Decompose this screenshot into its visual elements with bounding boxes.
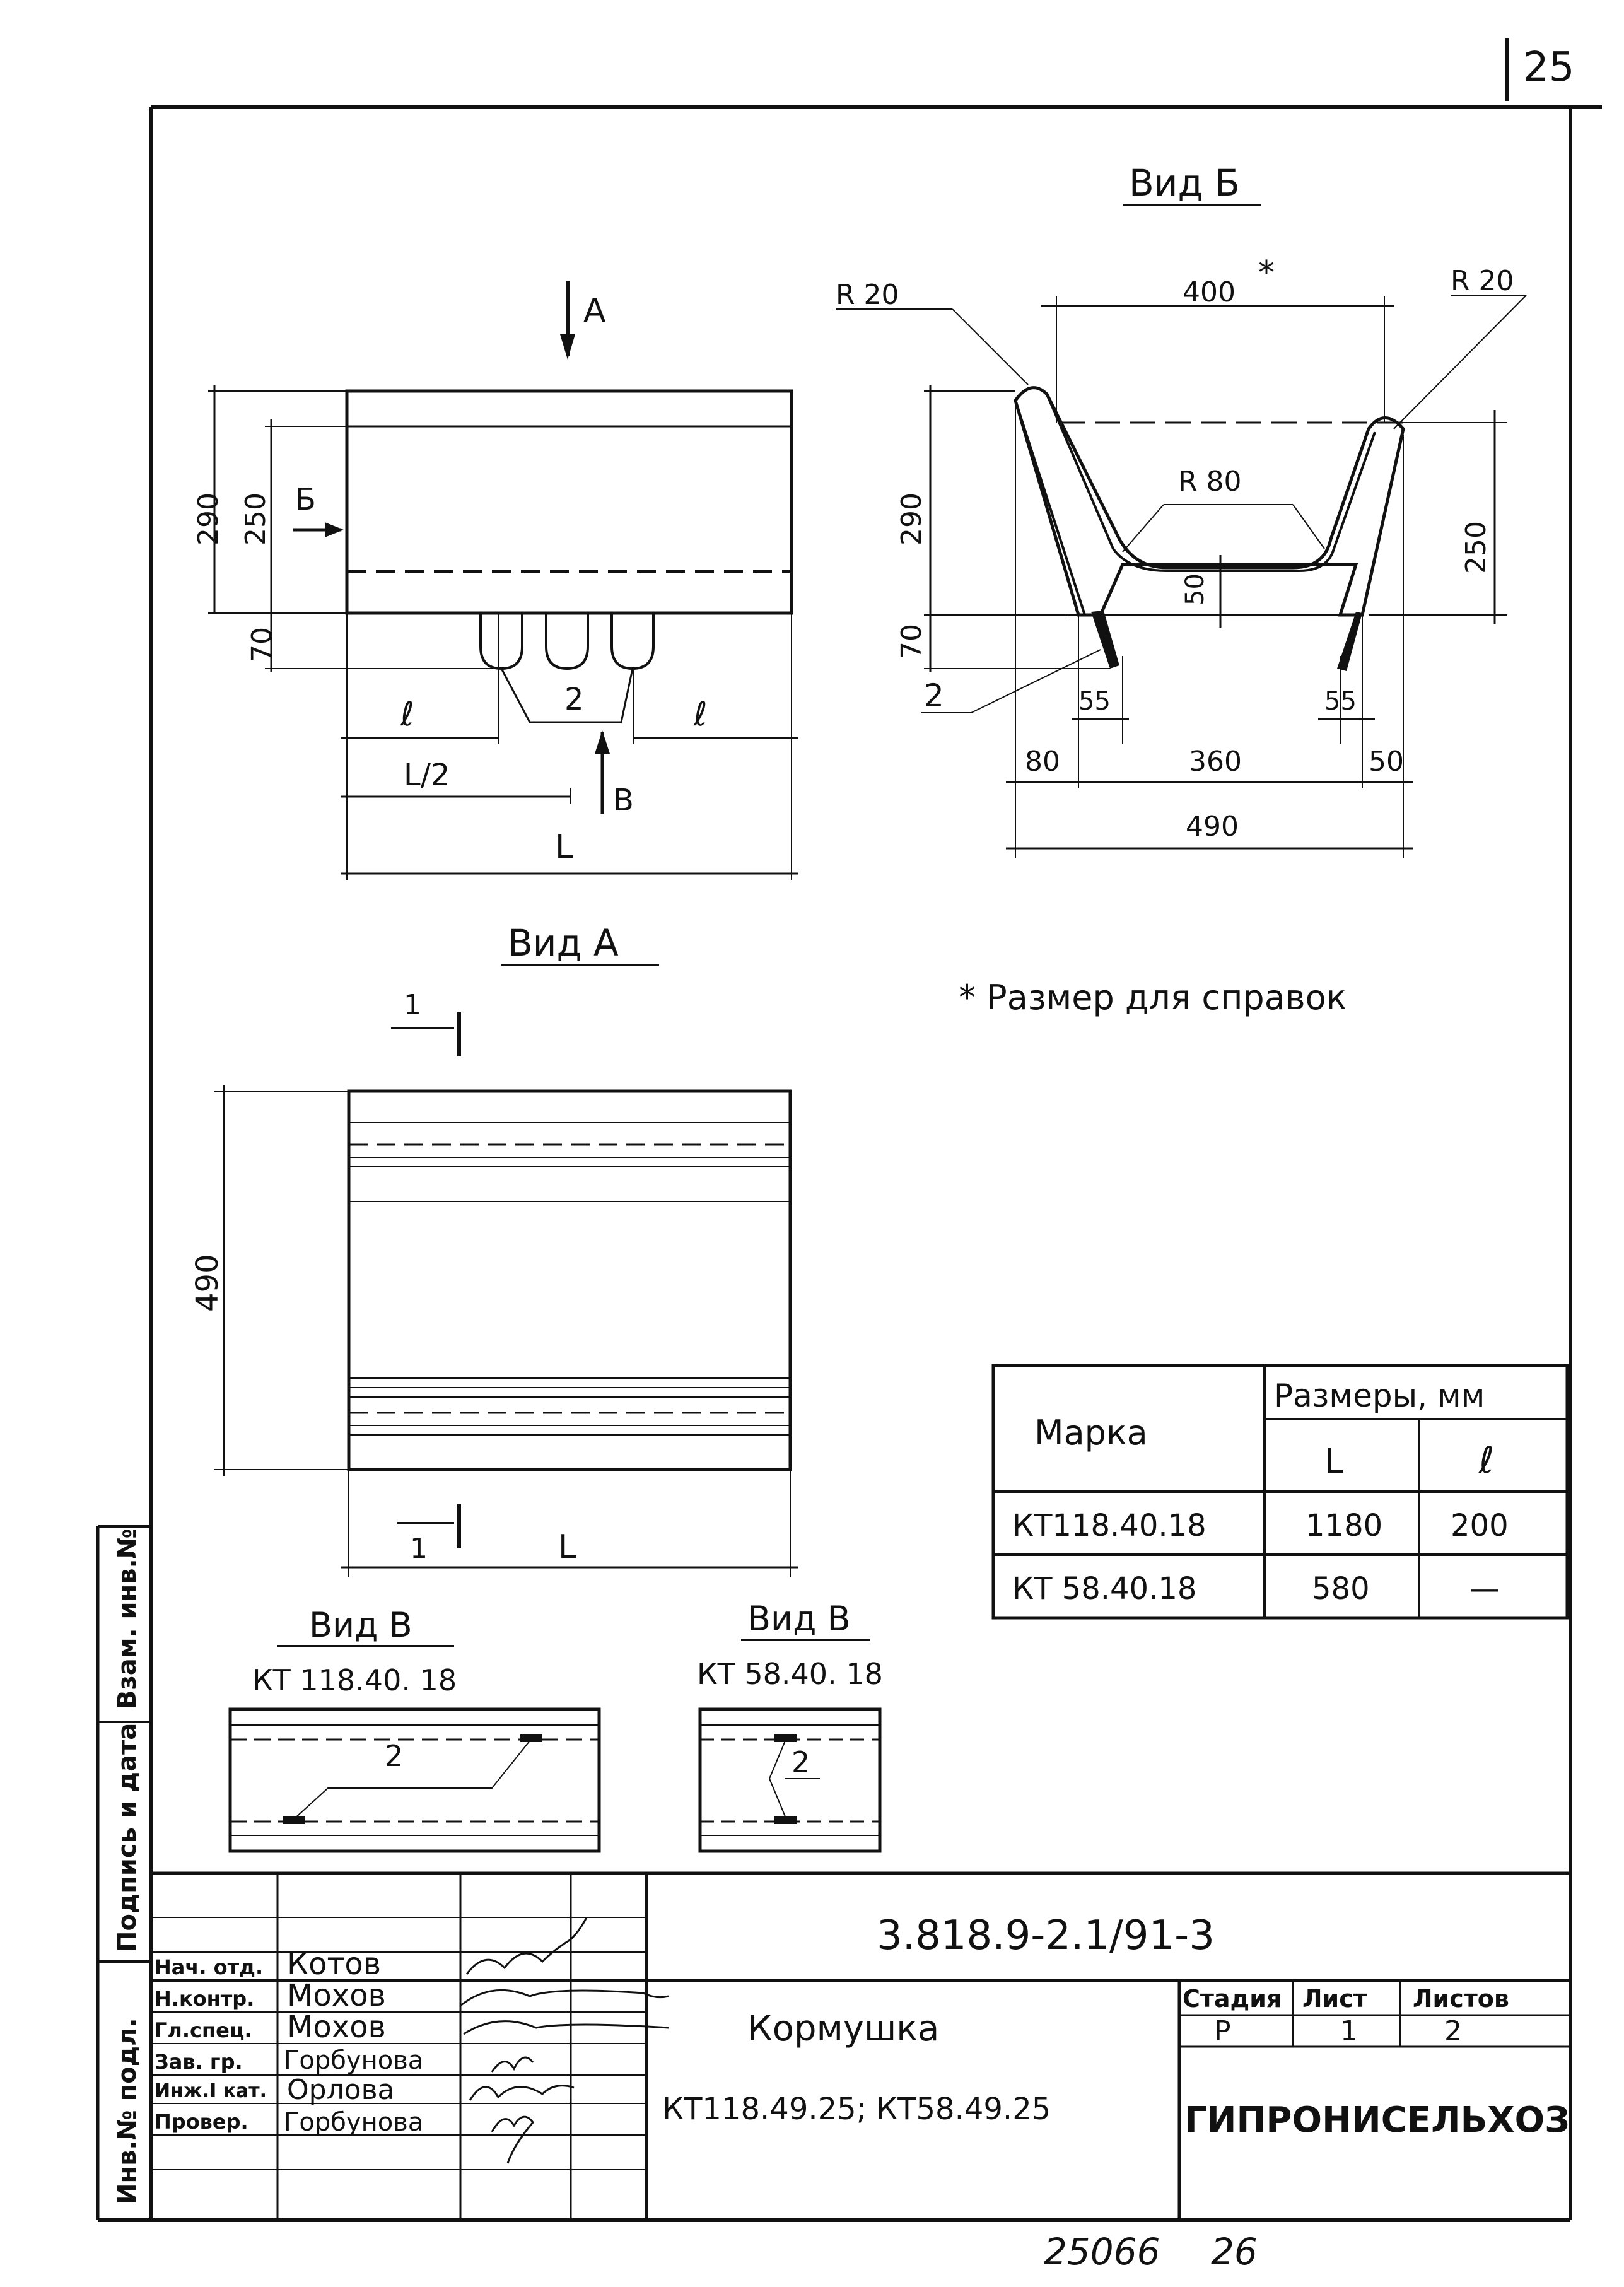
stage-value: Р [1214,2015,1231,2047]
name-2: Мохов [287,1978,386,2013]
vid-b-dim-55-left: 55 [1078,687,1111,716]
vid-v2-subtitle: КТ 58.40. 18 [697,1657,883,1691]
name-5: Орлова [287,2074,395,2106]
vid-v1-subtitle: КТ 118.40. 18 [252,1663,457,1697]
stamp-inv: Инв.№ подл. [113,2018,142,2204]
dimensions-table: Марка Размеры, мм L ℓ КТ118.40.18 1180 2… [991,1364,1569,1620]
footer-number: 25066 [1044,2230,1160,2273]
sheets-label: Листов [1413,1985,1509,2013]
arrow-b-side-label: Б [295,482,316,517]
table-row-2-L: 580 [1312,1571,1370,1606]
vid-v1-callout-2: 2 [385,1739,403,1773]
table-row-2-mark: КТ 58.40.18 [1012,1571,1196,1606]
name-3: Мохов [287,2009,386,2045]
footer-page: 26 [1211,2230,1258,2273]
vid-b-dim-250: 250 [1460,521,1492,574]
vid-b-star: * [1258,254,1275,292]
arrow-v-label: В [613,783,634,818]
vid-v2-callout-2: 2 [792,1745,810,1779]
vid-b-r20-left: R 20 [836,279,899,311]
table-header-sizes: Размеры, мм [1274,1377,1485,1414]
vid-a-dim-490: 490 [190,1254,225,1312]
stage-label: Стадия [1183,1985,1282,2013]
vid-b-dim-50-bottom: 50 [1369,746,1404,778]
arrow-a-label: А [583,292,606,330]
sheet-label: Лист [1302,1985,1367,2013]
page-number: 25 [1523,44,1574,91]
vid-b-dim-400: 400 [1183,276,1236,308]
vid-b: Вид Б R 20 400 * R 20 R 80 290 70 [836,161,1527,858]
main-dim-290: 290 [192,493,225,546]
side-stamp: Взам. инв.№ Подпись и дата Инв.№ подл. [96,1525,151,2220]
main-dim-L: L [555,828,573,866]
vid-a-section-bottom: 1 [410,1533,428,1565]
main-dim-l-left: ℓ [400,696,414,734]
name-6: Горбунова [284,2108,423,2137]
role-5: Инж.I кат. [155,2080,267,2102]
vid-b-dim-290: 290 [896,493,928,546]
vid-a-title: Вид А [508,921,619,964]
name-4: Горбунова [284,2046,423,2075]
signatures [460,1917,669,2164]
vid-v1-title: Вид В [309,1605,412,1645]
vid-b-dim-360: 360 [1189,746,1242,778]
sheets-value: 2 [1444,2015,1462,2047]
table-row-2-l: — [1469,1571,1500,1606]
vid-a-dim-L: L [558,1528,576,1566]
organization: ГИПРОНИСЕЛЬХОЗ [1184,2100,1570,2141]
main-dim-l-right: ℓ [693,696,707,734]
role-3: Гл.спец. [155,2018,252,2042]
vid-b-r80: R 80 [1178,465,1242,498]
vid-b-r20-right: R 20 [1451,265,1514,297]
table-col-L: L [1324,1441,1343,1481]
table-row-1-mark: КТ118.40.18 [1012,1508,1206,1543]
main-dim-250: 250 [240,493,272,546]
sheet-value: 1 [1340,2015,1358,2047]
role-2: Н.контр. [155,1987,254,2011]
stamp-podpis: Подпись и дата [113,1723,142,1952]
reference-note: * Размер для справок [959,978,1347,1017]
vid-b-title: Вид Б [1129,161,1240,204]
role-1: Нач. отд. [155,1955,263,1979]
title-block: 3.818.9-2.1/91-3 Кормушка КТ118.49.25; К… [151,1871,1570,2220]
doc-marks: КТ118.49.25; КТ58.49.25 [662,2091,1051,2127]
table-col-l: ℓ [1478,1439,1494,1482]
stamp-vzam: Взам. инв.№ [113,1528,142,1709]
main-callout-2: 2 [564,682,584,717]
main-view: 2 А Б В 290 250 70 ℓ ℓ L/2 [192,281,798,880]
main-dim-l2: L/2 [404,757,450,793]
doc-code: 3.818.9-2.1/91-3 [877,1912,1215,1959]
vid-b-dim-490: 490 [1186,810,1239,843]
vid-b-dim-70: 70 [896,624,928,659]
vid-a: Вид А 1 1 490 L [190,921,798,1577]
doc-name: Кормушка [747,2008,939,2049]
vid-b-dim-50: 50 [1181,573,1210,605]
vid-b-callout-2: 2 [924,677,944,714]
table-row-1-l: 200 [1451,1508,1509,1543]
name-1: Котов [287,1946,381,1982]
vid-v-1: Вид В КТ 118.40. 18 2 [228,1605,601,1853]
vid-a-section-top: 1 [404,989,421,1021]
vid-b-dim-80: 80 [1025,746,1060,778]
vid-v2-title: Вид В [747,1599,851,1639]
main-dim-70: 70 [246,627,278,662]
role-6: Провер. [155,2110,248,2134]
table-row-1-L: 1180 [1306,1508,1382,1543]
table-header-mark: Марка [1034,1413,1148,1453]
vid-v-2: Вид В КТ 58.40. 18 2 [697,1599,883,1853]
role-4: Зав. гр. [155,2050,243,2074]
